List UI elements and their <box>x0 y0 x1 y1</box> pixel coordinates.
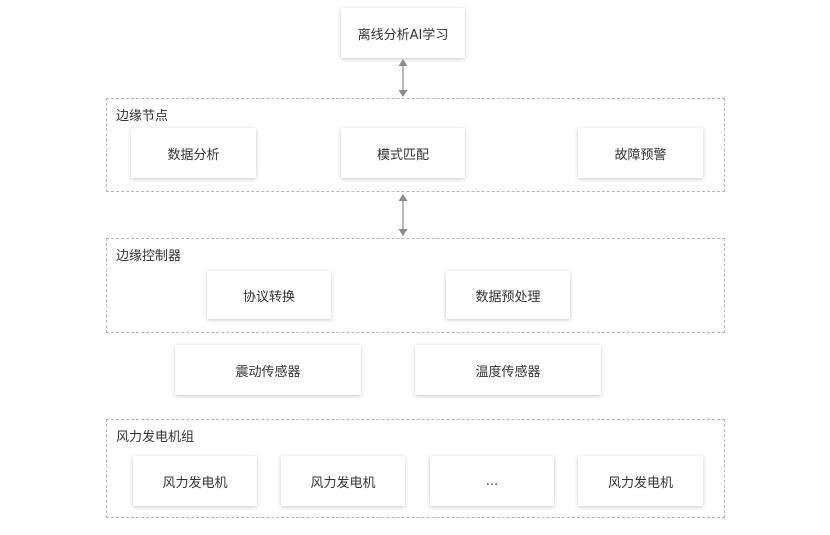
bidirectional-arrow-icon <box>398 194 408 236</box>
wind-turbine-label: 风力发电机 <box>607 475 673 491</box>
wind-turbine-group-title: 风力发电机组 <box>116 430 195 445</box>
ellipsis-label: ... <box>485 473 499 489</box>
data-preprocessing-box: 数据预处理 <box>446 271 570 319</box>
wind-turbine-box: 风力发电机 <box>133 456 257 506</box>
bidirectional-arrow-icon <box>398 59 408 97</box>
vibration-sensor-label: 震动传感器 <box>235 364 301 380</box>
pattern-matching-label: 模式匹配 <box>376 147 429 163</box>
edge-node-group: 边缘节点 <box>106 98 725 192</box>
protocol-conversion-box: 协议转换 <box>207 271 331 319</box>
data-analysis-box: 数据分析 <box>131 128 256 178</box>
data-analysis-label: 数据分析 <box>167 147 220 163</box>
wind-turbine-group: 风力发电机组 <box>106 419 725 518</box>
edge-controller-group: 边缘控制器 <box>106 238 725 333</box>
wind-turbine-box: 风力发电机 <box>281 456 405 506</box>
vibration-sensor-box: 震动传感器 <box>175 345 361 395</box>
wind-turbine-label: 风力发电机 <box>162 475 228 491</box>
offline-ai-learning-label: 离线分析AI学习 <box>357 27 449 43</box>
wind-turbine-label: 风力发电机 <box>310 475 376 491</box>
protocol-conversion-label: 协议转换 <box>242 289 295 305</box>
fault-warning-label: 故障预警 <box>614 147 667 163</box>
data-preprocessing-label: 数据预处理 <box>475 289 541 305</box>
temperature-sensor-label: 温度传感器 <box>475 364 541 380</box>
ellipsis-box: ... <box>430 456 554 506</box>
fault-warning-box: 故障预警 <box>578 128 703 178</box>
temperature-sensor-box: 温度传感器 <box>415 345 601 395</box>
edge-controller-title: 边缘控制器 <box>116 249 182 264</box>
pattern-matching-box: 模式匹配 <box>341 128 465 178</box>
edge-node-title: 边缘节点 <box>116 109 169 124</box>
offline-ai-learning-node: 离线分析AI学习 <box>341 8 465 58</box>
wind-turbine-box: 风力发电机 <box>578 456 703 506</box>
